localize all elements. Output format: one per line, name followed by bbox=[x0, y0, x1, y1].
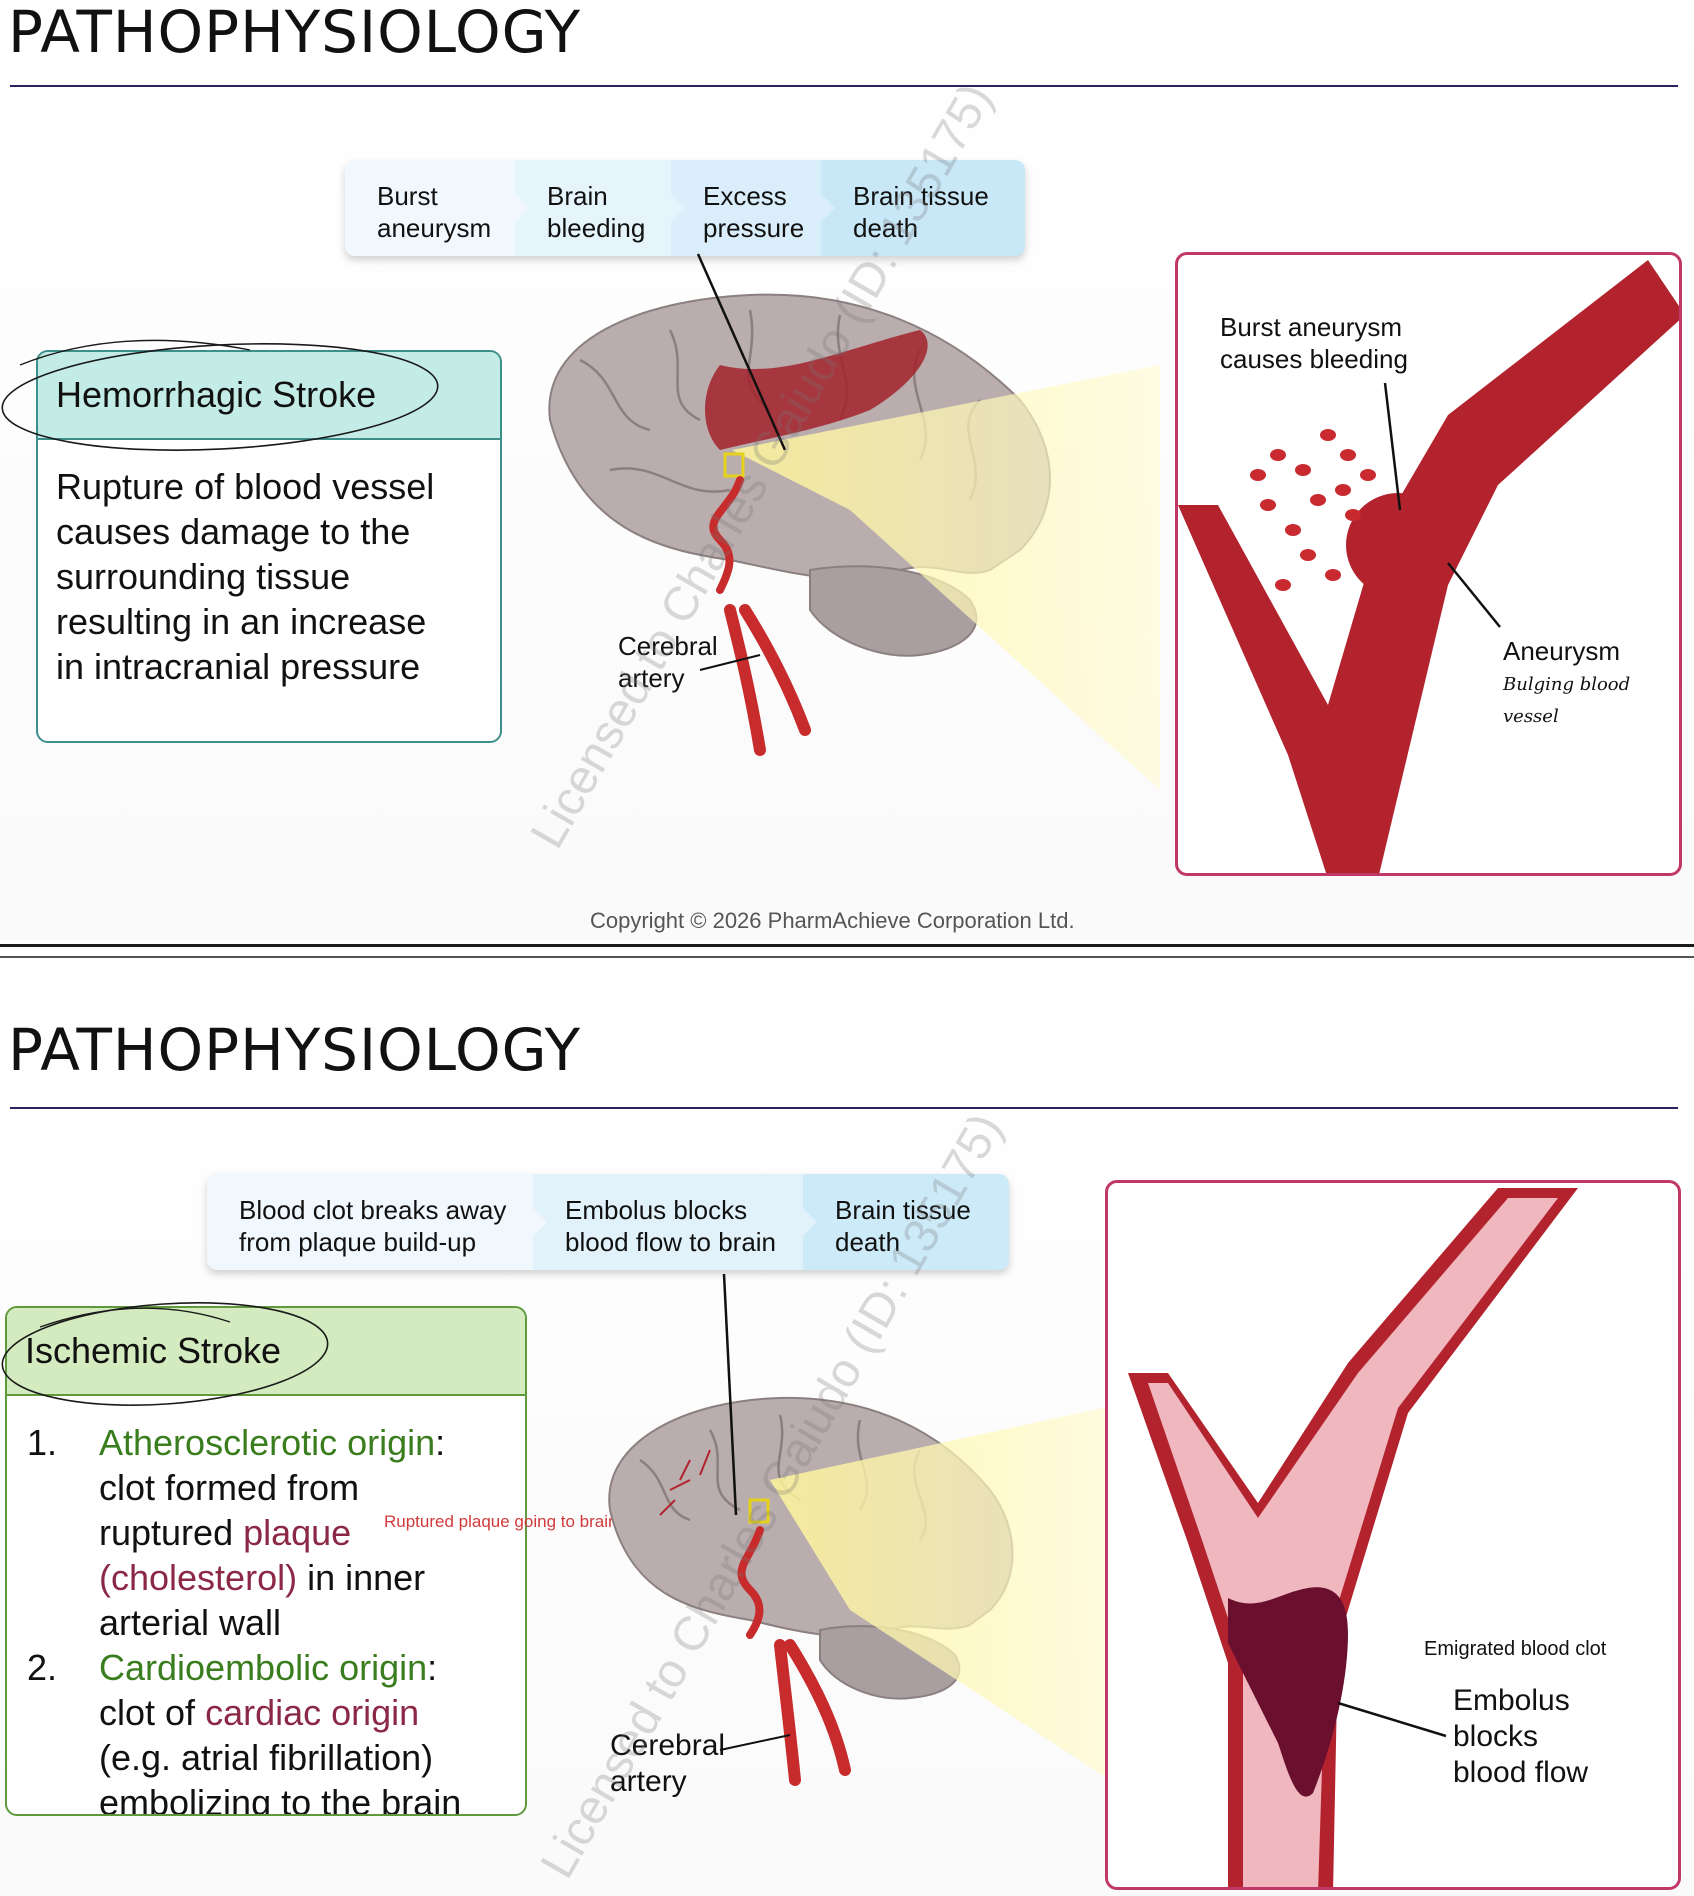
slide-hemorrhagic: PATHOPHYSIOLOGY Burst aneurysm Brain ble… bbox=[0, 0, 1694, 940]
aneurysm-label: Aneurysm bbox=[1503, 636, 1621, 666]
process-flow: Burst aneurysm Brain bleeding Excess pre… bbox=[345, 160, 1025, 256]
chevron-arrow bbox=[821, 194, 835, 222]
embolus-inset: Emigrated blood clot Embolus blocks bloo… bbox=[1105, 1180, 1681, 1890]
cerebral-artery bbox=[724, 604, 811, 756]
flow-step: Burst aneurysm bbox=[345, 160, 529, 256]
bleed-region bbox=[705, 330, 928, 450]
brain-illustration bbox=[608, 1396, 1140, 1800]
copyright-text: Copyright © 2026 PharmAchieve Corporatio… bbox=[590, 908, 1075, 933]
zoom-beam bbox=[732, 365, 1160, 790]
zoom-beam bbox=[770, 1400, 1140, 1800]
handdrawn-circle-annotation bbox=[1, 1302, 329, 1406]
emigrated-clot-note: Emigrated blood clot bbox=[1424, 1638, 1607, 1660]
cerebral-artery-label: Cerebral artery bbox=[618, 631, 718, 693]
list-item: 2. Cardioembolic origin: clot of cardiac… bbox=[27, 1647, 462, 1816]
aneurysm-illustration bbox=[1178, 260, 1679, 873]
pointer-line bbox=[696, 253, 787, 451]
cerebellum bbox=[809, 565, 978, 657]
process-flow: Blood clot breaks away from plaque build… bbox=[207, 1174, 1009, 1270]
blood-clot bbox=[1228, 1587, 1348, 1797]
cerebral-artery bbox=[774, 1639, 851, 1786]
hemorrhagic-card: Hemorrhagic Stroke Rupture of blood vess… bbox=[36, 350, 502, 743]
card-heading: Hemorrhagic Stroke bbox=[38, 352, 500, 440]
burst-aneurysm-note: Burst aneurysm causes bleeding bbox=[1220, 312, 1408, 374]
handdrawn-circle-annotation bbox=[1, 339, 439, 451]
handwritten-annotation: Ruptured plaque going to brain bbox=[384, 1512, 618, 1531]
brain-illustration bbox=[548, 293, 1160, 790]
card-body: Rupture of blood vessel causes damage to… bbox=[56, 466, 435, 687]
flow-step: Blood clot breaks away from plaque build… bbox=[207, 1174, 547, 1270]
chevron-arrow bbox=[533, 1208, 547, 1236]
slide-separator bbox=[0, 956, 1694, 958]
embolus-label: Embolus blocks blood flow bbox=[1453, 1684, 1589, 1789]
aneurysm-inset: Burst aneurysm causes bleeding Aneurysm … bbox=[1175, 252, 1682, 876]
flow-step: Embolus blocks blood flow to brain bbox=[533, 1174, 817, 1270]
title-rule bbox=[10, 1107, 1678, 1109]
card-body: 1. Atherosclerotic origin: clot formed f… bbox=[7, 1396, 525, 1816]
chevron-arrow bbox=[671, 194, 685, 222]
title-rule bbox=[10, 85, 1678, 87]
zoom-marker bbox=[723, 452, 745, 478]
card-heading: Ischemic Stroke bbox=[7, 1308, 525, 1396]
blood-cells bbox=[1250, 429, 1376, 591]
zoom-marker bbox=[748, 1498, 770, 1524]
cause-list: 1. Atherosclerotic origin: clot formed f… bbox=[27, 1420, 505, 1816]
pointer-line bbox=[722, 1273, 738, 1516]
flow-step: Brain bleeding bbox=[515, 160, 685, 256]
page-title: PATHOPHYSIOLOGY bbox=[8, 0, 582, 66]
list-item: 1. Atherosclerotic origin: clot formed f… bbox=[27, 1422, 446, 1643]
cerebral-artery-label: Cerebral artery bbox=[610, 1729, 726, 1798]
chevron-arrow bbox=[803, 1208, 817, 1236]
chevron-arrow bbox=[515, 194, 529, 222]
slide-separator bbox=[0, 944, 1694, 947]
flow-step: Excess pressure bbox=[671, 160, 835, 256]
ischemic-card: Ischemic Stroke 1. Atherosclerotic origi… bbox=[5, 1306, 527, 1816]
embolus-illustration bbox=[1128, 1188, 1578, 1887]
flow-step: Brain tissue death bbox=[821, 160, 1025, 256]
slide-ischemic: PATHOPHYSIOLOGY Blood clot breaks away f… bbox=[0, 960, 1694, 1896]
flow-step: Brain tissue death bbox=[803, 1174, 1009, 1270]
page-title: PATHOPHYSIOLOGY bbox=[8, 1016, 582, 1084]
handwritten-note: Bulging blood vessel bbox=[1503, 674, 1631, 727]
